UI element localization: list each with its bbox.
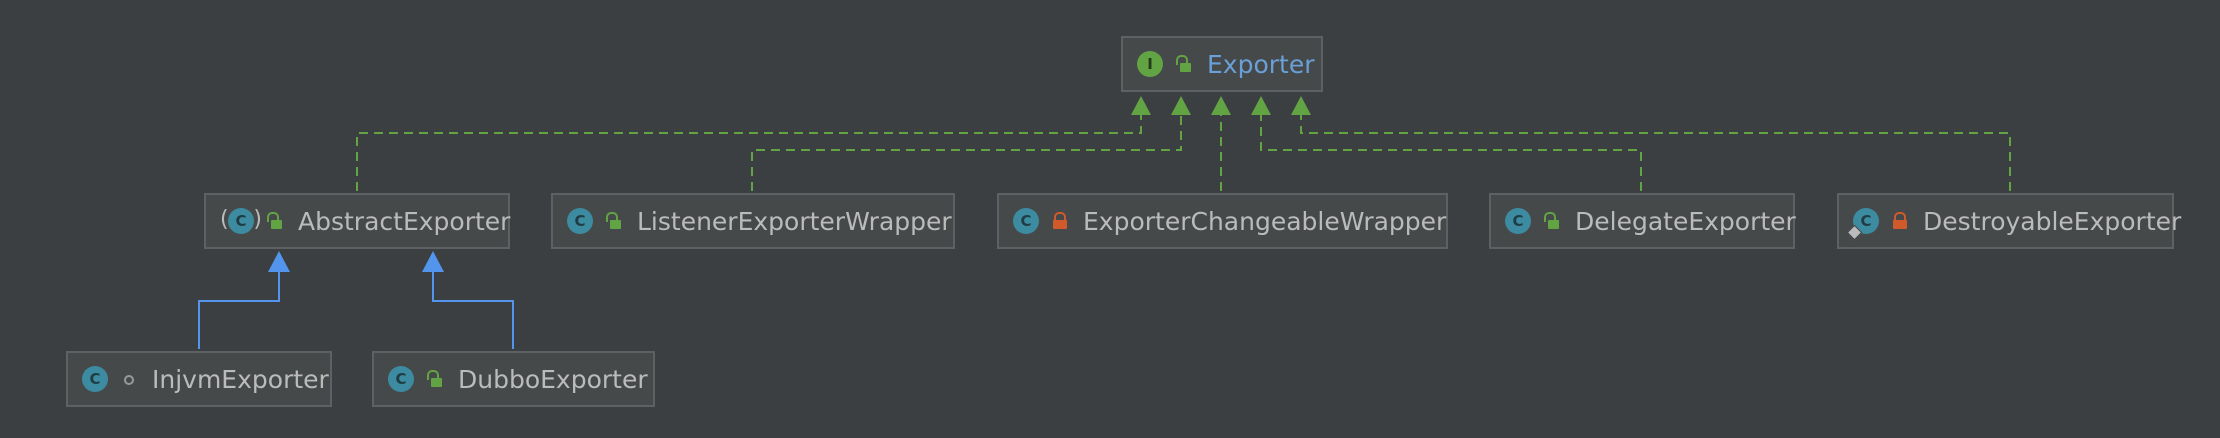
class-icon: C	[1505, 208, 1531, 234]
interface-icon: I	[1137, 51, 1163, 77]
edge-destroyableexporter-exporter	[1300, 114, 2011, 191]
delegate-exporter-node[interactable]: C DelegateExporter	[1489, 193, 1796, 249]
arrowhead-implements-5	[1291, 96, 1311, 115]
node-label: DestroyableExporter	[1923, 206, 2182, 236]
edge-listenerexporterwrapper-exporter	[751, 114, 1182, 191]
node-label: DubboExporter	[458, 364, 648, 394]
public-unlocked-icon	[426, 370, 442, 388]
injvm-exporter-node[interactable]: C InjvmExporter	[66, 351, 332, 407]
arrowhead-implements-1	[1131, 96, 1151, 115]
private-lock-icon	[1051, 212, 1067, 230]
arrowhead-implements-4	[1251, 96, 1271, 115]
node-label: DelegateExporter	[1575, 206, 1796, 236]
edge-delegateexporter-exporter	[1260, 114, 1642, 191]
exporter-changeable-wrapper-node[interactable]: C ExporterChangeableWrapper	[997, 193, 1448, 249]
arrowhead-implements-3	[1211, 96, 1231, 115]
class-icon: C	[567, 208, 593, 234]
node-label: Exporter	[1207, 49, 1315, 79]
class-icon: C	[1013, 208, 1039, 234]
node-label: AbstractExporter	[298, 206, 511, 236]
destroyable-exporter-node[interactable]: C DestroyableExporter	[1837, 193, 2181, 249]
node-label: InjvmExporter	[152, 364, 329, 394]
exporter-node[interactable]: I Exporter	[1121, 36, 1323, 92]
public-unlocked-icon	[1543, 212, 1559, 230]
node-label: ListenerExporterWrapper	[637, 206, 952, 236]
final-class-icon: C	[1846, 208, 1879, 241]
package-private-icon	[120, 370, 136, 388]
abstract-class-icon: C	[220, 207, 262, 234]
arrowhead-implements-2	[1171, 96, 1191, 115]
private-lock-icon	[1891, 212, 1907, 230]
dubbo-exporter-node[interactable]: C DubboExporter	[372, 351, 655, 407]
public-unlocked-icon	[605, 212, 621, 230]
class-icon: C	[82, 366, 108, 392]
edge-dubboexporter-abstractexporter	[432, 270, 514, 349]
edge-abstractexporter-exporter	[356, 114, 1142, 191]
public-unlocked-icon	[266, 212, 282, 230]
node-label: ExporterChangeableWrapper	[1083, 206, 1447, 236]
edge-injvmexporter-abstractexporter	[198, 270, 280, 349]
arrowhead-extends-1	[268, 251, 290, 272]
class-icon: C	[388, 366, 414, 392]
public-unlocked-icon	[1175, 55, 1191, 73]
abstract-exporter-node[interactable]: C AbstractExporter	[204, 193, 510, 249]
arrowhead-extends-2	[422, 251, 444, 272]
listener-exporter-wrapper-node[interactable]: C ListenerExporterWrapper	[551, 193, 955, 249]
